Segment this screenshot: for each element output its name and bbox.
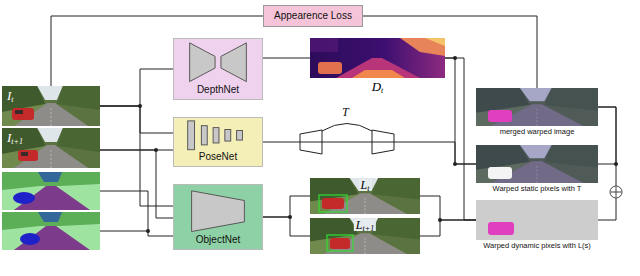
network-box: ObjectNet [173, 184, 263, 250]
connector-line [598, 107, 616, 220]
symbol-letter: I [7, 89, 11, 102]
text-holder: DepthNet [174, 85, 262, 95]
text-holder: Lt [359, 179, 372, 191]
network-glyph [190, 43, 247, 82]
text-holder: Warped static pixels with T [493, 185, 582, 193]
text-holder: It+1 [7, 131, 23, 144]
image-panel: Warped static pixels with T [476, 145, 598, 183]
text-holder: Appearence Loss [264, 11, 362, 21]
text-holder: merged warped image [500, 128, 575, 136]
connector-line [363, 16, 537, 88]
connector-line [263, 217, 310, 236]
connector-line [100, 69, 173, 106]
image-panel: Lt+1 [310, 218, 420, 254]
symbol-subscript: t+1 [11, 138, 23, 146]
connector-line [598, 107, 616, 164]
image-caption: Warped dynamic pixels with L(s) [483, 242, 591, 250]
connector-line [100, 106, 173, 133]
network-glyph [188, 121, 243, 150]
connector-line [263, 196, 310, 217]
image-caption: merged warped image [500, 128, 575, 136]
text-holder: It [7, 89, 14, 102]
connector-line [263, 58, 310, 59]
image-panel: Warped dynamic pixels with L(s) [476, 200, 598, 240]
symbol-subscript: t+1 [363, 225, 375, 233]
image-panel: Lt [310, 178, 420, 214]
text-holder: PoseNet [174, 152, 262, 162]
symbol-letter: L [356, 219, 363, 231]
text-holder: Lt+1 [354, 219, 376, 231]
symbol-letter: L [361, 179, 368, 191]
symbol-subscript: t [367, 185, 369, 193]
symbol-letter: I [7, 131, 11, 144]
box-label: DepthNet [197, 85, 239, 95]
transform-label: T [342, 106, 349, 118]
image-panel: It+1 [2, 128, 100, 168]
sum-symbol [610, 186, 622, 198]
connector-line [100, 150, 173, 218]
connector-line [263, 142, 476, 164]
image-panel: It [2, 86, 100, 126]
text-holder: Dt [372, 80, 384, 93]
connector-line [420, 220, 476, 236]
symbol-subscript: t [381, 87, 383, 95]
box-label: Appearence Loss [274, 11, 352, 21]
image-caption: Warped static pixels with T [493, 185, 582, 193]
network-box: DepthNet [173, 38, 263, 100]
connector-line [100, 106, 173, 206]
box-label: ObjectNet [196, 235, 240, 245]
depth-map: Dt [310, 38, 445, 78]
network-glyph [192, 191, 245, 232]
connector-line [445, 58, 476, 220]
symbol-subscript: t [11, 96, 13, 104]
text-holder: ObjectNet [174, 235, 262, 245]
symbol-letter: D [372, 80, 381, 93]
text-holder: Warped dynamic pixels with L(s) [483, 242, 591, 250]
image-panel: merged warped image [476, 88, 598, 126]
connector-line [445, 58, 476, 164]
connector-line [420, 196, 476, 220]
network-box: PoseNet [173, 117, 263, 167]
loss-box: Appearence Loss [263, 5, 363, 27]
box-label: PoseNet [199, 152, 237, 162]
